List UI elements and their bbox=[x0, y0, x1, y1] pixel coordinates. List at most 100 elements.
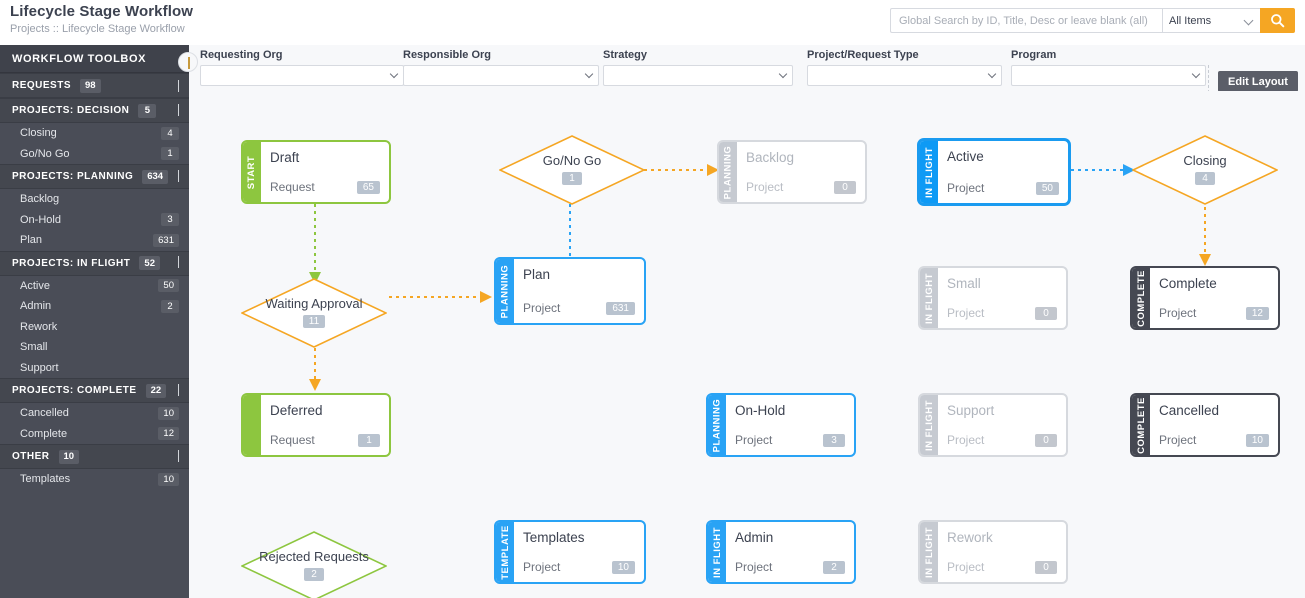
decision-count-badge: 1 bbox=[562, 172, 582, 185]
sidebar-item-count-badge: 12 bbox=[158, 427, 179, 441]
node-title: Admin bbox=[735, 530, 774, 545]
node-title: Active bbox=[947, 149, 984, 164]
node-footer: Project 631 bbox=[523, 301, 635, 315]
chevron-up-icon bbox=[178, 103, 179, 116]
node-item-type: Project bbox=[1159, 306, 1197, 320]
chevron-down-icon bbox=[178, 79, 179, 92]
node-item-type: Project bbox=[523, 301, 561, 315]
decision-diamond-shape bbox=[241, 531, 387, 598]
sidebar-group-label: PROJECTS: PLANNING bbox=[12, 171, 134, 182]
filter-label-project-request-type: Project/Request Type bbox=[807, 49, 919, 61]
filter-select-strategy[interactable] bbox=[603, 65, 793, 86]
decision-count-badge: 11 bbox=[302, 315, 326, 328]
sidebar-item-count-badge: 10 bbox=[158, 406, 179, 420]
search-scope-select[interactable]: All Items bbox=[1162, 8, 1260, 33]
sidebar-item-backlog[interactable]: Backlog bbox=[0, 189, 189, 210]
breadcrumb: Projects :: Lifecycle Stage Workflow bbox=[10, 23, 185, 35]
filter-select-project-request-type[interactable] bbox=[807, 65, 1002, 86]
filter-select-requesting-org[interactable] bbox=[200, 65, 404, 86]
node-stage-stripe: PLANNING bbox=[719, 142, 737, 202]
edit-layout-button[interactable]: Edit Layout bbox=[1218, 71, 1298, 92]
filter-select-responsible-org[interactable] bbox=[403, 65, 599, 86]
sidebar-resize-handle[interactable] bbox=[178, 52, 198, 72]
node-count-badge: 10 bbox=[1245, 433, 1269, 447]
filter-select-program[interactable] bbox=[1011, 65, 1206, 86]
sidebar-item-label: Complete bbox=[20, 427, 68, 440]
search-input[interactable] bbox=[890, 8, 1162, 33]
node-count-badge: 0 bbox=[834, 180, 856, 194]
sidebar-item-label: Small bbox=[20, 341, 48, 354]
node-stage-label: IN FLIGHT bbox=[923, 526, 935, 578]
filter-label-strategy: Strategy bbox=[603, 49, 648, 61]
node-count-badge: 631 bbox=[606, 301, 635, 315]
node-title: Cancelled bbox=[1159, 403, 1220, 418]
node-stage-stripe bbox=[243, 395, 261, 455]
filter-label-responsible-org: Responsible Org bbox=[403, 49, 492, 61]
sidebar-item-count-badge: 10 bbox=[158, 472, 179, 486]
sidebar-group-label: PROJECTS: DECISION bbox=[12, 105, 130, 116]
sidebar-item-small[interactable]: Small bbox=[0, 337, 189, 358]
node-count-badge: 10 bbox=[611, 560, 635, 574]
node-stage-label: COMPLETE bbox=[1135, 396, 1147, 454]
node-stage-label: COMPLETE bbox=[1135, 269, 1147, 327]
node-title: Complete bbox=[1159, 276, 1217, 291]
sidebar-item-support[interactable]: Support bbox=[0, 358, 189, 379]
sidebar-item-label: Rework bbox=[20, 320, 58, 333]
node-stage-label: PLANNING bbox=[722, 145, 734, 199]
search-button[interactable] bbox=[1260, 8, 1295, 33]
sidebar-item-label: Support bbox=[20, 361, 59, 374]
sidebar-item-rework[interactable]: Rework bbox=[0, 317, 189, 338]
node-title: On-Hold bbox=[735, 403, 786, 418]
decision-diamond-shape bbox=[241, 278, 387, 348]
app-header: Lifecycle Stage Workflow Projects :: Lif… bbox=[0, 0, 1305, 45]
sidebar-item-complete[interactable]: Complete 12 bbox=[0, 424, 189, 445]
node-stage-stripe: COMPLETE bbox=[1132, 268, 1150, 328]
node-stage-label: IN FLIGHT bbox=[923, 272, 935, 324]
sidebar-group-count-badge: 98 bbox=[80, 78, 101, 93]
